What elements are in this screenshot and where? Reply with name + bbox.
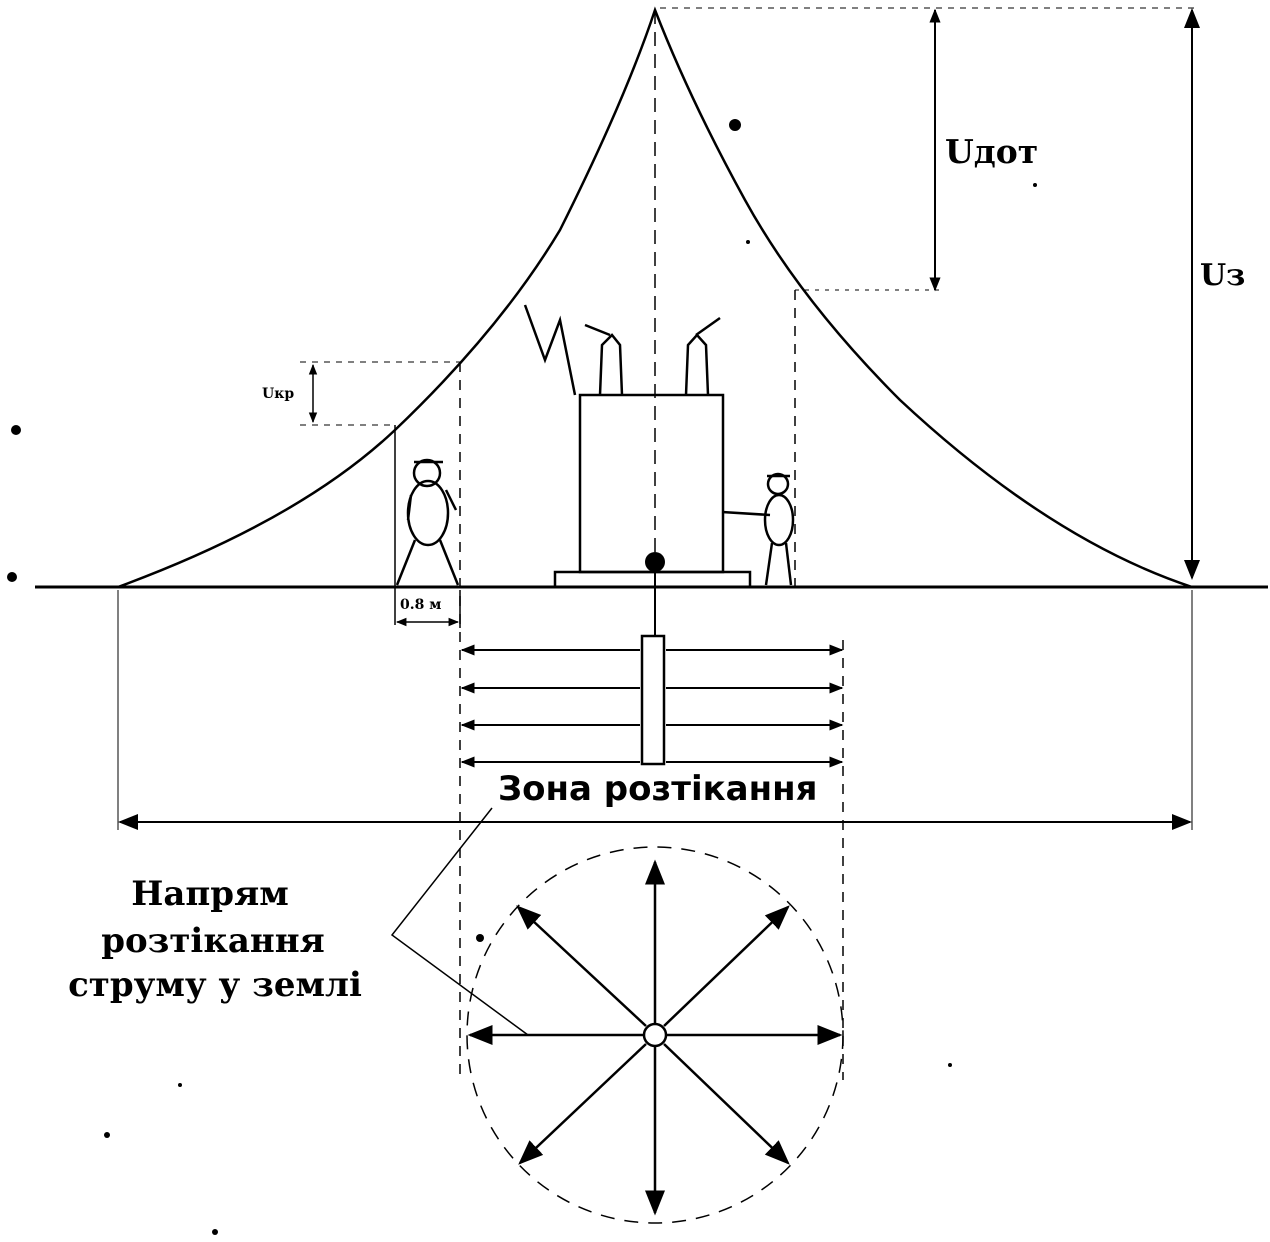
ground-terminal <box>645 552 665 572</box>
direction-label-line2: розтікання <box>101 921 325 961</box>
uz-label: Uз <box>1200 258 1245 293</box>
direction-label-line1: Напрям <box>131 874 288 914</box>
step-label: 0.8 м <box>400 597 441 613</box>
ground-electrode-icon <box>640 634 666 766</box>
ukr-label: Uкр <box>262 386 294 402</box>
plan-view-circle <box>466 846 844 1224</box>
radial-arrows <box>467 859 843 1216</box>
direction-label-line3: струму у землі <box>68 965 362 1005</box>
udot-label: Uдот <box>945 132 1038 171</box>
label-leader-line <box>390 807 529 1036</box>
person-walking-icon <box>395 458 460 586</box>
scan-specks <box>7 119 1037 1235</box>
spreading-arrows <box>460 644 844 768</box>
transformer-icon <box>523 304 771 589</box>
zone-label: Зона розтікання <box>498 769 817 809</box>
electrode-plan-point <box>642 1022 668 1048</box>
person-touching-icon <box>763 472 795 586</box>
